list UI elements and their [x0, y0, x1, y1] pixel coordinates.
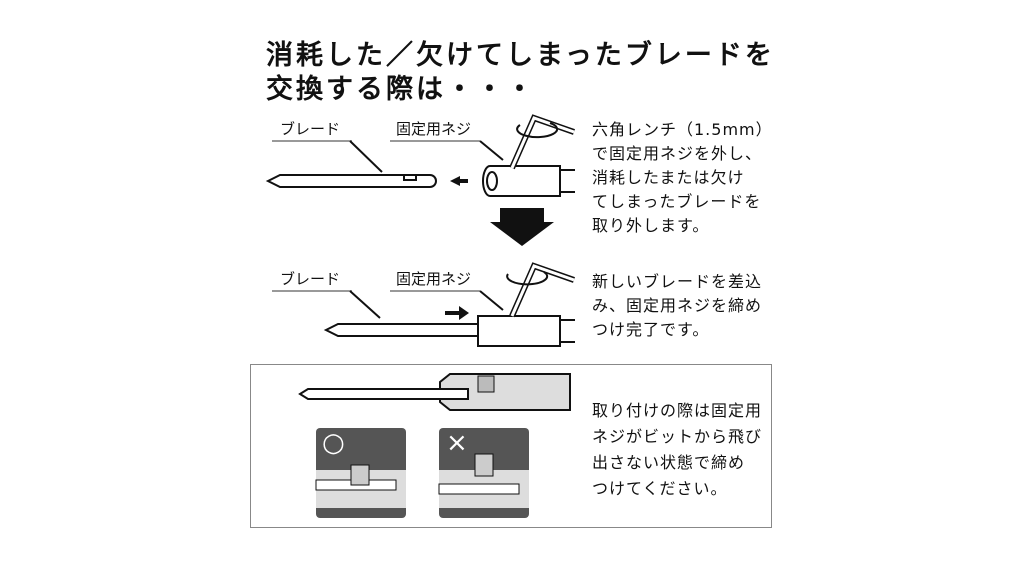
step1-description: 六角レンチ（1.5mm） で固定用ネジを外し、 消耗したまたは欠け てしまったブ…: [592, 120, 773, 235]
wrong-example: [438, 428, 529, 518]
down-arrow-icon: [490, 208, 554, 246]
wrong-mark-icon: ×: [446, 428, 468, 458]
step1-blade-label: ブレード: [280, 120, 341, 138]
step1-blade-label-underline: [272, 140, 352, 142]
correct-example: [315, 428, 406, 518]
remove-arrow-icon: [450, 176, 468, 186]
insert-arrow-icon: [445, 306, 469, 320]
title-line-2: 交換する際は・・・: [266, 74, 536, 105]
note-box: [250, 364, 772, 528]
step1-screw-label-underline: [390, 140, 480, 142]
step2-screw-label: 固定用ネジ: [396, 270, 472, 288]
step2-description: 新しいブレードを差込 み、固定用ネジを締め つけ完了です。: [592, 272, 763, 339]
step2-blade-label: ブレード: [280, 270, 341, 288]
step2-blade-label-underline: [272, 290, 352, 292]
correct-mark-icon: ○: [322, 428, 345, 458]
step2-screw-label-underline: [390, 290, 480, 292]
step1-screw-label: 固定用ネジ: [396, 120, 472, 138]
title-line-1: 消耗した／欠けてしまったブレードを: [266, 40, 775, 71]
note-description: 取り付けの際は固定用 ネジがビットから飛び 出さない状態で締め つけてください。: [592, 401, 763, 498]
